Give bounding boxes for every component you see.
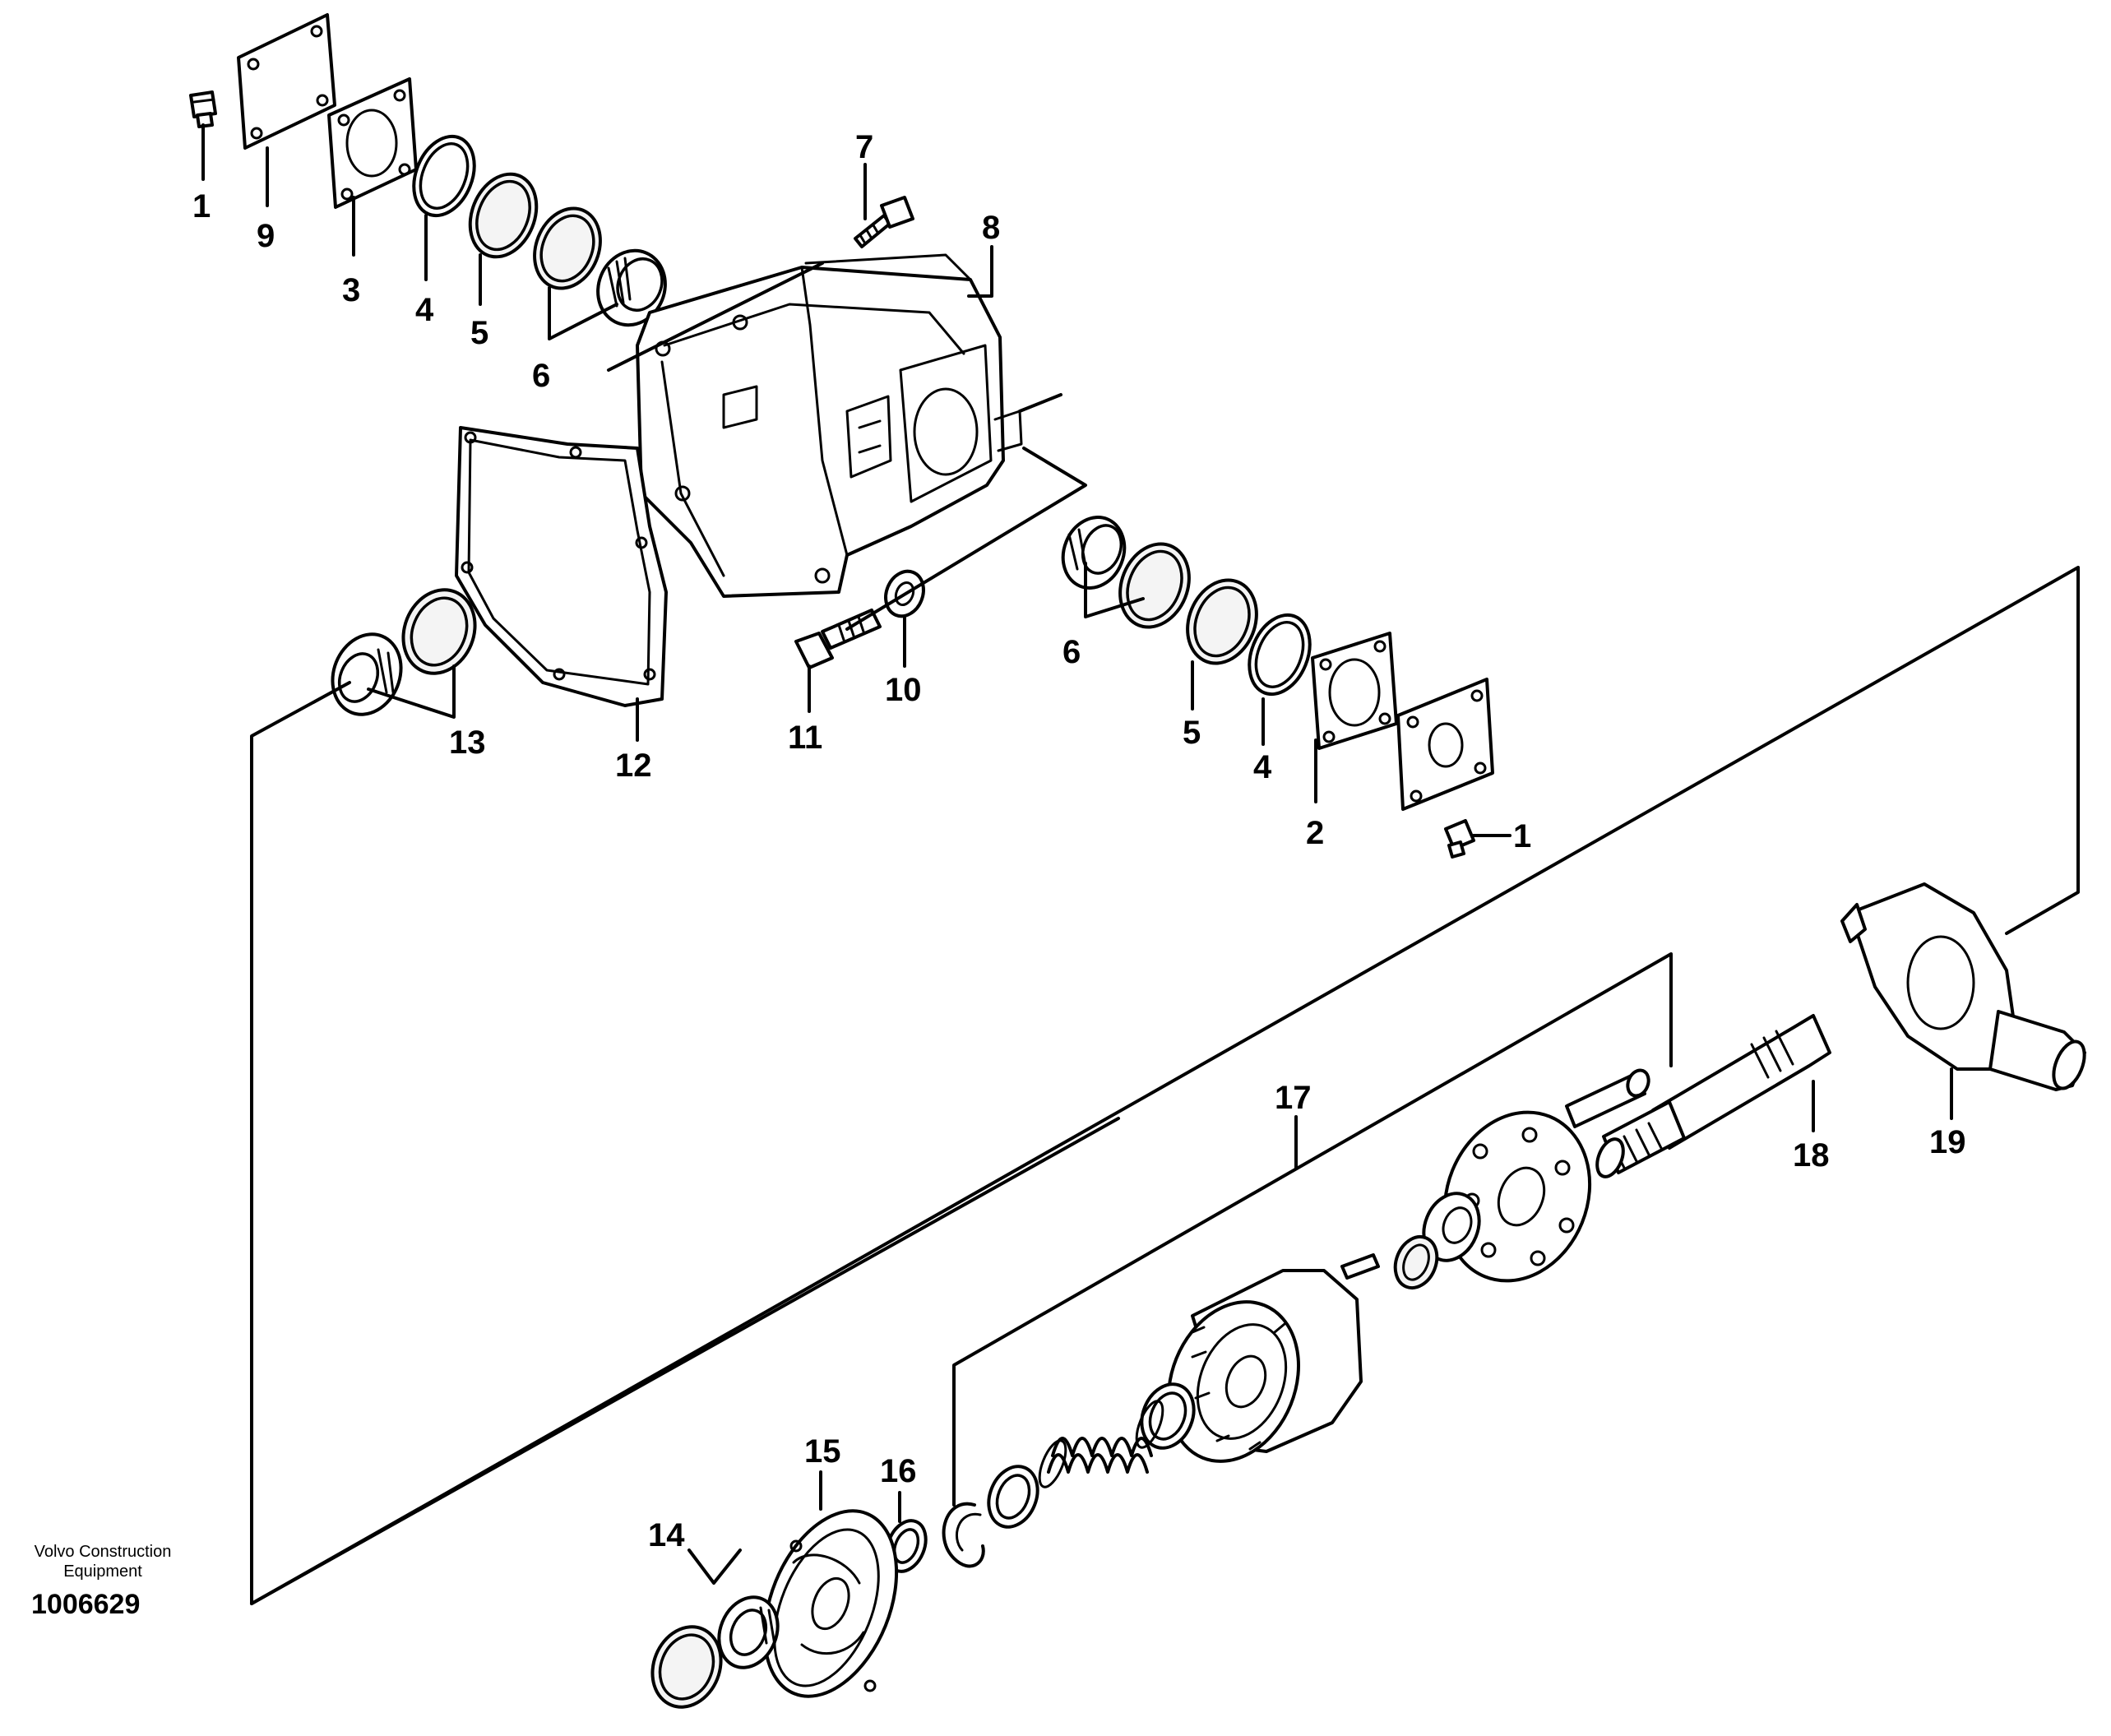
callout-19: 19 [1929,1124,1966,1160]
callout-15: 15 [804,1433,841,1470]
cover-plate-part-9 [237,13,336,150]
pin-part-17a [1565,1068,1650,1128]
callout-1-right: 1 [1513,818,1531,854]
callout-11: 11 [788,720,822,756]
publisher-line-2: Equipment [63,1562,142,1581]
port-plate-part-15 [762,1509,899,1698]
bearing-cup-part-14 [650,1625,723,1709]
cover-plate-part-2-right [1396,678,1494,811]
bearing-cone-part-13 [331,632,403,716]
gasket-part-2 [1311,632,1398,750]
snap-ring-part-17j [942,1502,985,1568]
callout-labels: 1 9 3 4 5 6 7 8 6 5 4 2 1 10 11 12 13 17… [192,129,1966,1553]
bearing-cup-part-6-top [533,206,602,290]
swash-plate-part-19 [1840,882,2086,1091]
o-ring-part-4-right [1248,613,1312,697]
callout-6-top: 6 [532,358,550,394]
document-number: 1006629 [31,1589,141,1620]
callout-16: 16 [880,1453,917,1489]
plug-part-1-top [189,90,217,128]
bolt-part-11 [794,609,882,669]
callout-9: 9 [257,218,275,254]
callout-17: 17 [1275,1080,1312,1116]
bearing-cup-part-6-right [1118,542,1191,629]
bearing-cup-part-13 [401,588,477,675]
callout-12: 12 [615,748,652,784]
retainer-part-17d [1393,1234,1439,1290]
washer-part-17i [987,1465,1039,1529]
o-ring-part-4-top [412,134,476,218]
bearing-cone-part-6-right [1061,516,1127,590]
callout-5-right: 5 [1183,715,1201,751]
callout-1-top: 1 [192,188,211,225]
drive-shaft-part-18 [1595,1014,1831,1178]
callout-4-top: 4 [415,292,434,328]
callout-2: 2 [1306,815,1324,851]
publisher-name: Volvo Construction Equipment [16,1542,189,1581]
callout-5-top: 5 [470,315,488,351]
pin-part-17e [1340,1253,1380,1280]
leader-lines [201,123,2080,1605]
callout-4-right: 4 [1253,749,1272,785]
spring-part-17h [1038,1400,1164,1488]
callout-6-right: 6 [1062,634,1081,670]
gasket-part-12 [455,426,668,707]
spline-bush-part-17c [1422,1192,1481,1262]
bolt-part-7 [854,196,914,248]
publisher-line-1: Volvo Construction [34,1543,172,1561]
bearing-cone-part-14 [717,1595,780,1669]
callout-13: 13 [449,724,486,761]
callout-14: 14 [648,1517,685,1553]
bearing-cup-part-5-right [1186,578,1258,665]
bearing-cup-part-5-top [468,172,539,259]
callout-8: 8 [982,210,1000,246]
gasket-part-3-top [327,77,418,209]
washer-part-17g [1140,1382,1196,1450]
callout-10: 10 [885,672,922,708]
callout-3-top: 3 [342,272,360,308]
callout-7: 7 [855,129,873,165]
plug-part-1-right [1444,819,1475,859]
callout-18: 18 [1793,1137,1830,1174]
cylinder-block-part-17f [1167,1269,1363,1463]
pump-housing-part-8 [636,253,1023,598]
